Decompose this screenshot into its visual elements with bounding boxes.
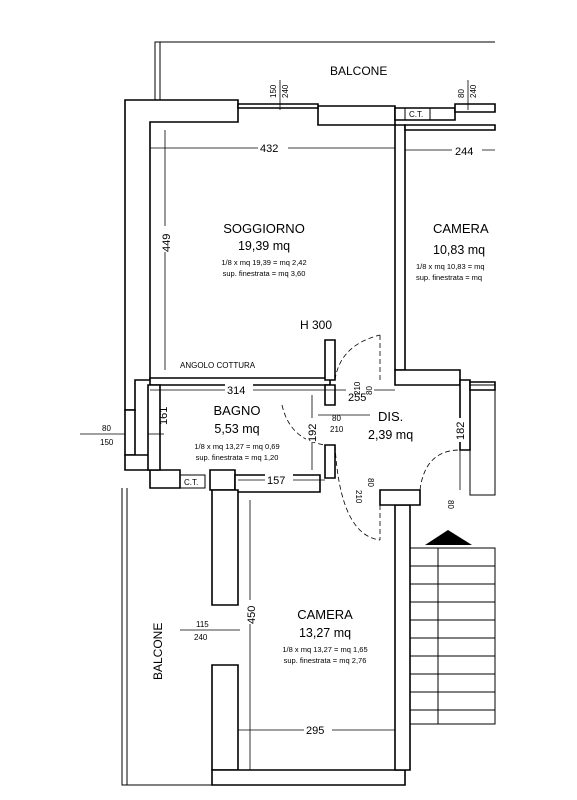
room-camera-top-window: sup. finestrata = mq (416, 273, 482, 282)
inner-walls (147, 339, 496, 506)
staircase (409, 384, 496, 725)
dim-bagno-inner-depth: 192 (307, 424, 319, 442)
room-camera-top-ratio: 1/8 x mq 10,83 = mq (416, 262, 485, 271)
dim-camera-bottom-width: 295 (306, 725, 324, 737)
room-bagno: BAGNO 5,53 mq 1/8 x mq 13,27 = mq 0,69 s… (194, 403, 279, 462)
door-swings (281, 334, 461, 541)
room-bagno-area: 5,53 mq (214, 422, 259, 436)
room-soggiorno-ratio: 1/8 x mq 19,39 = mq 2,42 (221, 258, 306, 267)
dim-bagno-depth: 161 (158, 407, 170, 425)
dim-win-top-right-w: 80 (457, 89, 466, 98)
dim-dis-depth: 182 (455, 422, 467, 440)
dim-win-camera-h: 240 (194, 633, 208, 642)
room-camera-top-area: 10,83 mq (433, 243, 485, 257)
dim-win-top-right-h: 240 (469, 84, 478, 98)
top-balcony: BALCONE (154, 41, 495, 100)
room-dis: DIS. 2,39 mq (368, 409, 413, 442)
dim-camera-bottom-depth: 450 (246, 606, 258, 624)
angolo-cottura-label: ANGOLO COTTURA (180, 361, 256, 370)
dim-win-top-left-h: 240 (281, 84, 290, 98)
room-camera-bottom-name: CAMERA (297, 607, 353, 622)
outer-walls (124, 99, 496, 786)
room-soggiorno-area: 19,39 mq (238, 239, 290, 253)
left-balcony-label: BALCONE (151, 623, 165, 680)
dimension-texts: 432 244 449 314 255 161 192 157 182 450 … (100, 84, 482, 737)
room-camera-bottom-area: 13,27 mq (299, 626, 351, 640)
ceiling-height: H 300 (300, 318, 332, 332)
room-bagno-window: sup. finestrata = mq 1,20 (196, 453, 279, 462)
dim-soggiorno-depth: 449 (161, 234, 173, 252)
dim-camera-top-width: 244 (455, 146, 473, 158)
dim-win-bagno-h: 150 (100, 438, 114, 447)
room-bagno-ratio: 1/8 x mq 13,27 = mq 0,69 (194, 442, 279, 451)
stair-arrow-icon (425, 530, 472, 545)
ct-top-label: C.T. (409, 110, 423, 119)
room-soggiorno-window: sup. finestrata = mq 3,60 (223, 269, 306, 278)
dim-door-bagno-w: 80 (332, 414, 341, 423)
dim-door-camera-w: 80 (366, 478, 375, 487)
room-soggiorno-name: SOGGIORNO (223, 221, 305, 236)
dim-win-camera-w: 115 (196, 620, 209, 629)
dim-door-bagno-h: 210 (330, 425, 344, 434)
dim-win-bagno-w: 80 (102, 424, 111, 433)
dim-door-entry-w: 80 (446, 500, 455, 509)
dim-door-camera-h: 210 (354, 490, 363, 504)
left-balcony: BALCONE (121, 488, 212, 786)
room-bagno-name: BAGNO (214, 403, 261, 418)
dim-bagno-door-width: 157 (267, 475, 285, 487)
top-balcony-label: BALCONE (330, 64, 387, 78)
windows: C.T. C.T. (179, 107, 431, 489)
dim-bagno-width: 314 (227, 385, 245, 397)
dim-door-sogg-h: 210 (353, 381, 362, 395)
dim-win-top-left-w: 150 (269, 84, 278, 98)
room-camera-bottom: CAMERA 13,27 mq 1/8 x mq 13,27 = mq 1,65… (282, 607, 367, 665)
room-camera-bottom-window: sup. finestrata = mq 2,76 (284, 656, 367, 665)
ct-bottom-label: C.T. (184, 478, 198, 487)
dim-door-sogg-w: 80 (365, 386, 374, 395)
dim-soggiorno-width: 432 (260, 143, 278, 155)
room-dis-name: DIS. (378, 409, 403, 424)
room-camera-bottom-ratio: 1/8 x mq 13,27 = mq 1,65 (282, 645, 367, 654)
room-camera-top: CAMERA 10,83 mq 1/8 x mq 10,83 = mq sup.… (416, 221, 489, 282)
dim-dis-width: 255 (348, 392, 366, 404)
room-dis-area: 2,39 mq (368, 428, 413, 442)
room-camera-top-name: CAMERA (433, 221, 489, 236)
room-soggiorno: SOGGIORNO 19,39 mq 1/8 x mq 19,39 = mq 2… (221, 221, 306, 278)
